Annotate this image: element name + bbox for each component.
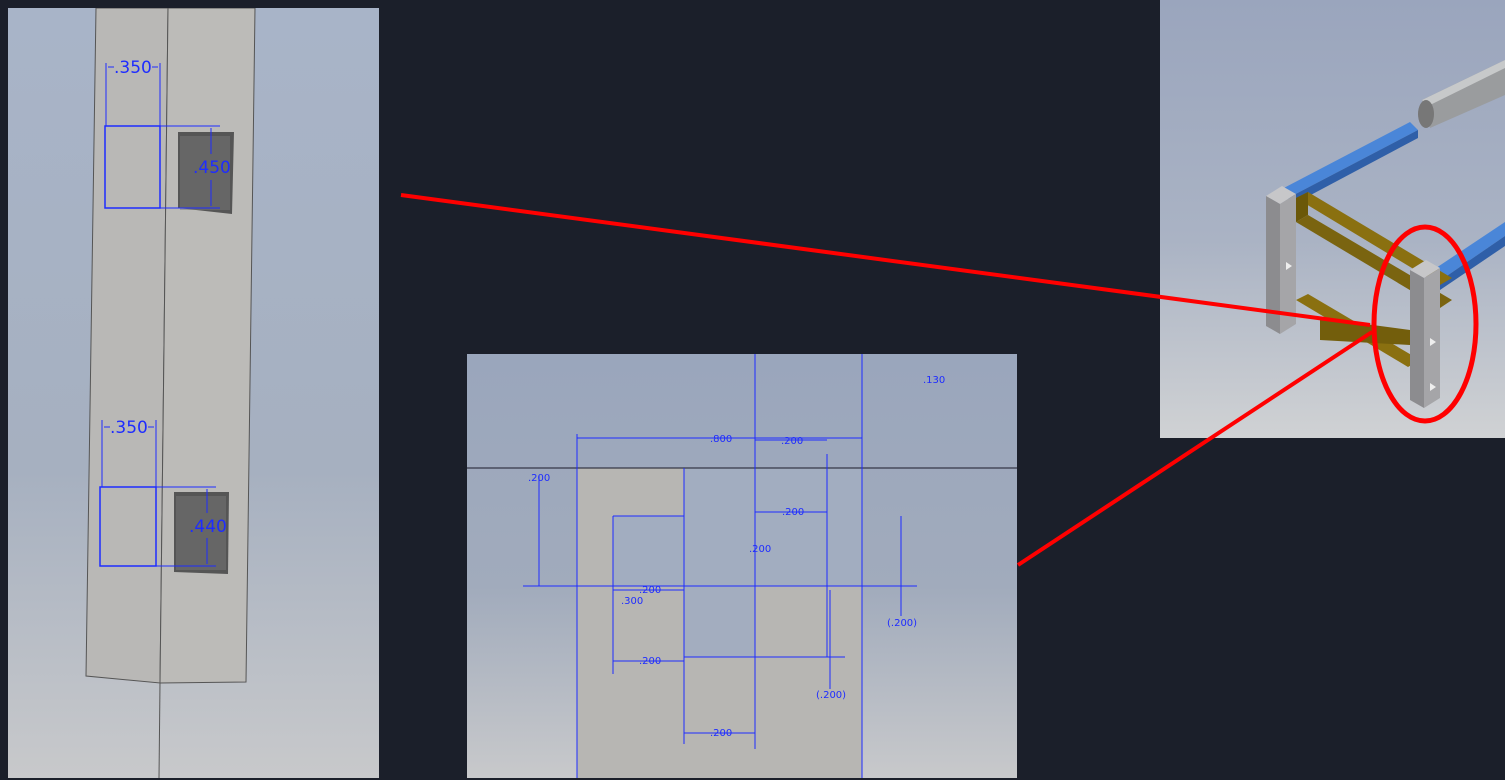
right-post	[1410, 260, 1440, 408]
upper-height-dimension: .450	[193, 158, 231, 178]
top-offset-dimension: .130	[923, 375, 945, 386]
left-post	[1266, 186, 1296, 334]
post-face-left	[85, 8, 169, 684]
sketch-cutout-lower	[684, 586, 755, 657]
lower-width-dimension: .350	[110, 418, 148, 438]
left-detail-view: .350 .450 .350 .440	[8, 8, 379, 778]
bottom-width-dimension: .200	[710, 728, 732, 739]
post-face-right	[159, 8, 256, 684]
right-blue-rail	[1430, 222, 1505, 290]
overall-width-dimension: .800	[710, 434, 732, 445]
upper-width-dimension: .350	[114, 58, 152, 78]
lower-gold-bracket	[1296, 294, 1420, 367]
bottom-left-dimension: .200	[639, 656, 661, 667]
assembly-view	[1160, 0, 1505, 438]
inner-height-dimension: .200	[749, 544, 771, 555]
lower-slot-outline	[99, 486, 157, 567]
offset-b-dimension: .300	[621, 596, 643, 607]
upper-slot-outline	[104, 125, 161, 209]
top-segment-dimension: .200	[781, 436, 803, 447]
highlight-ellipse	[1371, 224, 1479, 424]
sketch-cutout-right	[755, 512, 827, 586]
left-height-dimension: .200	[528, 473, 550, 484]
offset-a-dimension: .200	[639, 585, 661, 596]
inner-top-dimension: .200	[782, 507, 804, 518]
gray-tube	[1418, 60, 1505, 128]
center-sketch-view: .130 .800 .200 .200 .200 .200 .200 .300 …	[467, 354, 1017, 778]
bottom-reference-dimension: (.200)	[816, 690, 846, 701]
lower-height-dimension: .440	[189, 517, 227, 537]
upper-blue-rail	[1280, 122, 1418, 206]
right-reference-dimension: (.200)	[887, 618, 917, 629]
